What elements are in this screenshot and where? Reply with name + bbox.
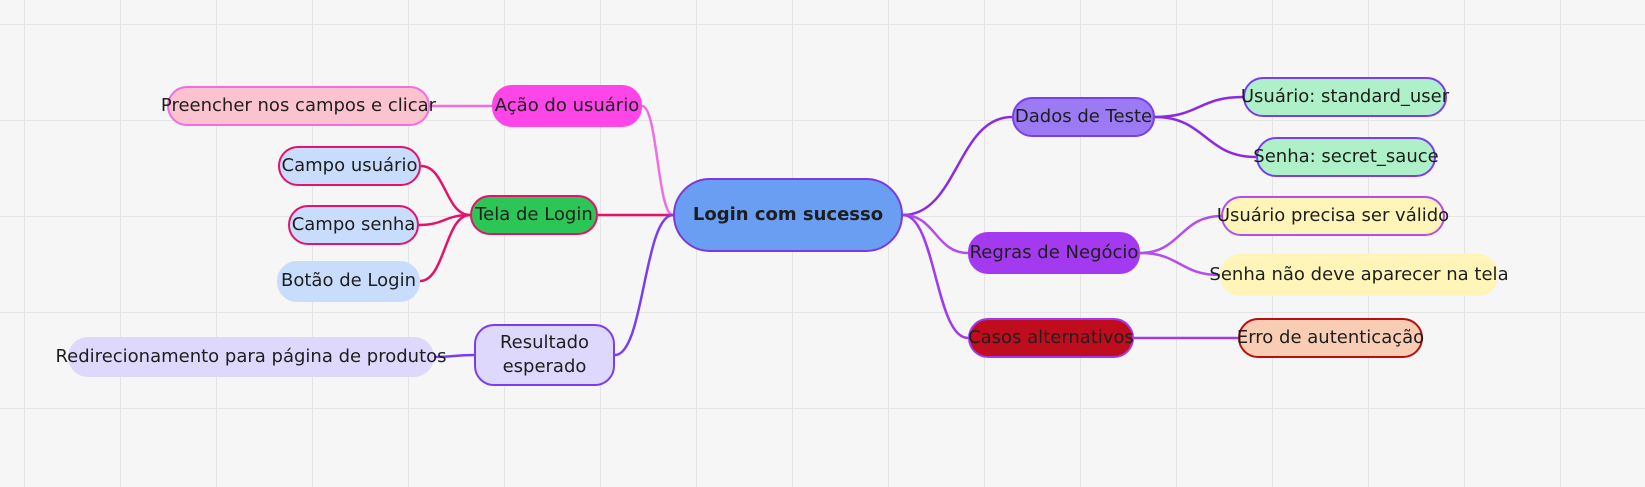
leaf-usuario-valido[interactable]: Usuário precisa ser válido bbox=[1217, 196, 1449, 236]
branch-regras-de-negocio[interactable]: Regras de Negócio bbox=[968, 232, 1140, 274]
branch-acao-do-usuario[interactable]: Ação do usuário bbox=[492, 85, 642, 127]
edge-resultado-redirecionamento bbox=[433, 353, 475, 359]
leaf-botao-de-login[interactable]: Botão de Login bbox=[277, 261, 420, 302]
edge-root-regras bbox=[902, 213, 969, 255]
edge-root-casos bbox=[902, 213, 969, 340]
leaf-senha-nao-aparecer[interactable]: Senha não deve aparecer na tela bbox=[1209, 254, 1509, 296]
edge-tela-usuario bbox=[420, 164, 471, 217]
edge-dados-senha bbox=[1154, 115, 1257, 159]
edge-tela-botao bbox=[419, 213, 471, 283]
leaf-senha-secret-sauce[interactable]: Senha: secret_sauce bbox=[1253, 137, 1439, 177]
leaf-redirecionamento-produtos[interactable]: Redirecionamento para página de produtos bbox=[55, 337, 447, 377]
edge-regras-senha bbox=[1139, 251, 1221, 277]
branch-dados-de-teste[interactable]: Dados de Teste bbox=[1012, 97, 1155, 137]
branch-tela-de-login[interactable]: Tela de Login bbox=[470, 195, 598, 235]
edge-regras-usuario bbox=[1139, 214, 1222, 255]
branch-resultado-esperado[interactable]: Resultado esperado bbox=[474, 324, 615, 386]
branch-casos-alternativos[interactable]: Casos alternativos bbox=[968, 318, 1134, 358]
leaf-campo-usuario[interactable]: Campo usuário bbox=[278, 146, 421, 186]
leaf-usuario-standard-user[interactable]: Usuário: standard_user bbox=[1241, 77, 1449, 117]
leaf-preencher-campos[interactable]: Preencher nos campos e clicar bbox=[161, 86, 436, 126]
edge-root-dados bbox=[902, 115, 1013, 217]
root-node-login-com-sucesso[interactable]: Login com sucesso bbox=[673, 178, 903, 252]
edge-root-acao bbox=[641, 104, 674, 217]
leaf-campo-senha[interactable]: Campo senha bbox=[288, 205, 419, 245]
leaf-erro-de-autenticacao[interactable]: Erro de autenticação bbox=[1237, 318, 1424, 358]
edge-dados-usuario bbox=[1154, 95, 1244, 119]
edge-root-resultado bbox=[614, 213, 674, 357]
